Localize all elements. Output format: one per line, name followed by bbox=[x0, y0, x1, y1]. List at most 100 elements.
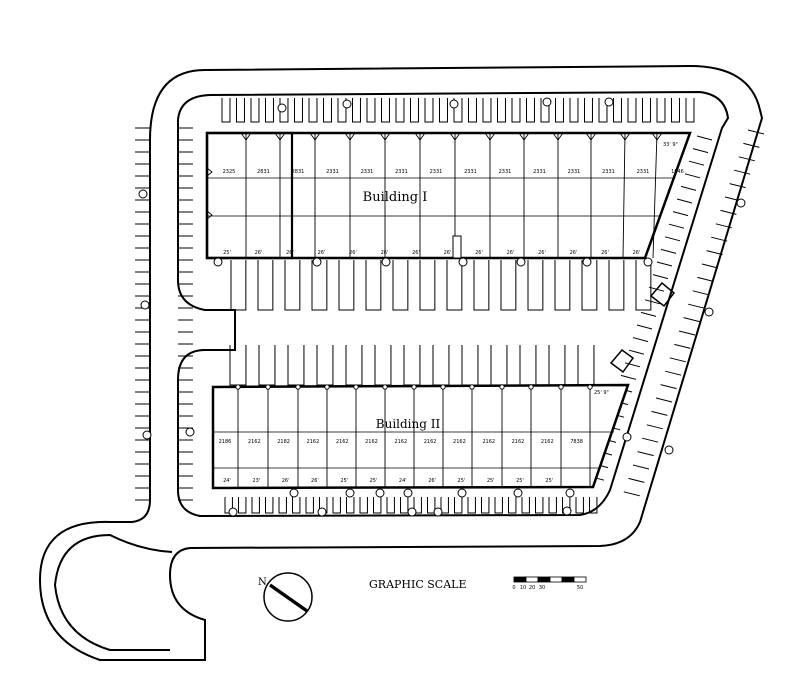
building-1-unit-notch bbox=[206, 167, 213, 177]
light-pole-marker bbox=[277, 103, 287, 113]
building-1-unit-area: 2331 bbox=[430, 169, 443, 175]
building-2-unit-width: 25' bbox=[545, 478, 553, 484]
parking-stall bbox=[660, 384, 677, 390]
parking-stall bbox=[683, 317, 700, 323]
parking-stall bbox=[706, 250, 723, 256]
parking-stall bbox=[352, 98, 361, 123]
parking-stall bbox=[535, 497, 544, 514]
building-1-unit-notch bbox=[240, 132, 252, 141]
parking-stall bbox=[685, 98, 695, 123]
building-1-unit-area: 2831 bbox=[292, 169, 305, 175]
parking-stall bbox=[627, 98, 637, 123]
building-2-unit-area: 2162 bbox=[307, 439, 320, 445]
parking-stall bbox=[413, 497, 422, 514]
building-2-unit-area: 2162 bbox=[394, 439, 407, 445]
building-1-unit-width: 26' bbox=[444, 250, 452, 256]
building-1-unit-width: 26' bbox=[570, 250, 578, 256]
parking-stall bbox=[628, 349, 645, 355]
dumpster-enclosure bbox=[609, 348, 635, 374]
parking-stall bbox=[696, 135, 713, 141]
light-pole-marker bbox=[664, 445, 674, 455]
building-2-unit-width: 26' bbox=[428, 478, 436, 484]
parking-stall bbox=[521, 497, 530, 514]
parking-stall bbox=[467, 497, 476, 514]
building-1-corner-block bbox=[205, 131, 294, 260]
building-2-unit-width: 25' bbox=[487, 478, 495, 484]
parking-stall bbox=[581, 260, 598, 311]
building-2-unit-width: 25' bbox=[458, 478, 466, 484]
parking-stall bbox=[734, 169, 751, 175]
building-1-unit-area: 2325 bbox=[223, 169, 236, 175]
parking-stall bbox=[738, 156, 755, 162]
parking-stall bbox=[676, 198, 693, 204]
building-1-unit-area: 2331 bbox=[499, 169, 512, 175]
parking-stall bbox=[238, 497, 247, 514]
parking-stall bbox=[632, 464, 650, 470]
light-pole-marker bbox=[138, 189, 148, 199]
building-2-outline bbox=[211, 383, 630, 490]
parking-stall bbox=[481, 497, 490, 514]
building-1-unit-width: 26' bbox=[255, 250, 263, 256]
parking-stall bbox=[482, 98, 492, 123]
parking-stall bbox=[688, 303, 705, 309]
parking-stall bbox=[373, 497, 382, 514]
light-pole-marker bbox=[407, 507, 417, 517]
building-1-unit-notch bbox=[585, 132, 597, 141]
parking-stall bbox=[651, 410, 668, 416]
building-2-unit-widths: 24'23'26'26'25'25'24'26'25'25'25'25' bbox=[223, 478, 553, 484]
parking-stall bbox=[613, 98, 622, 123]
building-1-unit-notch bbox=[484, 132, 496, 141]
light-pole-markers bbox=[138, 97, 746, 517]
building-1-unit-area: 2331 bbox=[361, 169, 374, 175]
building-2-unit-area: 2162 bbox=[482, 439, 495, 445]
dumpster-enclosures bbox=[609, 281, 676, 374]
building-1-label: Building I bbox=[363, 190, 428, 205]
light-pole-marker bbox=[375, 488, 385, 498]
light-pole-marker bbox=[213, 257, 223, 267]
parking-stall bbox=[419, 260, 436, 311]
light-pole-marker bbox=[342, 99, 352, 109]
parking-stall bbox=[305, 497, 314, 514]
graphic-scale-tick-label: 0 bbox=[512, 585, 515, 591]
building-2-unit-notch bbox=[528, 384, 534, 390]
parking-stall bbox=[500, 260, 517, 311]
building-2-unit-notch bbox=[295, 384, 301, 390]
parking-stall bbox=[674, 343, 691, 349]
building-2-unit-width: 23' bbox=[252, 478, 260, 484]
building-2-unit-notch bbox=[265, 384, 271, 390]
building-2-unit-area: 2162 bbox=[248, 439, 261, 445]
building-2-unit-area: 2186 bbox=[219, 439, 232, 445]
building-2-unit-notch bbox=[469, 384, 475, 390]
building-1-unit-notch bbox=[651, 132, 663, 141]
parking-stall bbox=[656, 261, 673, 267]
parking-stall bbox=[688, 160, 705, 166]
building-2-unit-area: 2162 bbox=[336, 439, 349, 445]
building-2-unit-area: 2162 bbox=[541, 439, 554, 445]
parking-stall bbox=[569, 98, 579, 123]
parking-stall bbox=[624, 362, 641, 368]
parking-stall bbox=[461, 345, 479, 386]
light-pole-marker bbox=[142, 430, 152, 440]
building-2-unit-width: 25' bbox=[370, 478, 378, 484]
parking-stall bbox=[519, 345, 537, 386]
building-2-corner-dim: 25' 9" bbox=[594, 390, 609, 396]
parking-stall bbox=[440, 497, 449, 514]
parking-stall bbox=[511, 98, 521, 123]
parking-stall bbox=[439, 98, 448, 123]
graphic-scale-tick-label: 30 bbox=[539, 585, 545, 591]
parking-stall bbox=[637, 451, 654, 457]
building-1-unit-width: 26' bbox=[601, 250, 609, 256]
parking-stall bbox=[589, 497, 598, 514]
building-2-unit-area: 7838 bbox=[570, 439, 583, 445]
parking-stall bbox=[424, 98, 434, 123]
parking-stall bbox=[644, 299, 661, 305]
parking-stall bbox=[584, 98, 593, 123]
parking-stall bbox=[278, 497, 287, 514]
parking-stall bbox=[642, 98, 651, 123]
graphic-scale-title: GRAPHIC SCALE bbox=[369, 578, 467, 591]
graphic-scale-tick-label: 10 bbox=[520, 585, 526, 591]
parking-stall bbox=[294, 98, 303, 123]
building-2-unit-notch bbox=[382, 384, 388, 390]
